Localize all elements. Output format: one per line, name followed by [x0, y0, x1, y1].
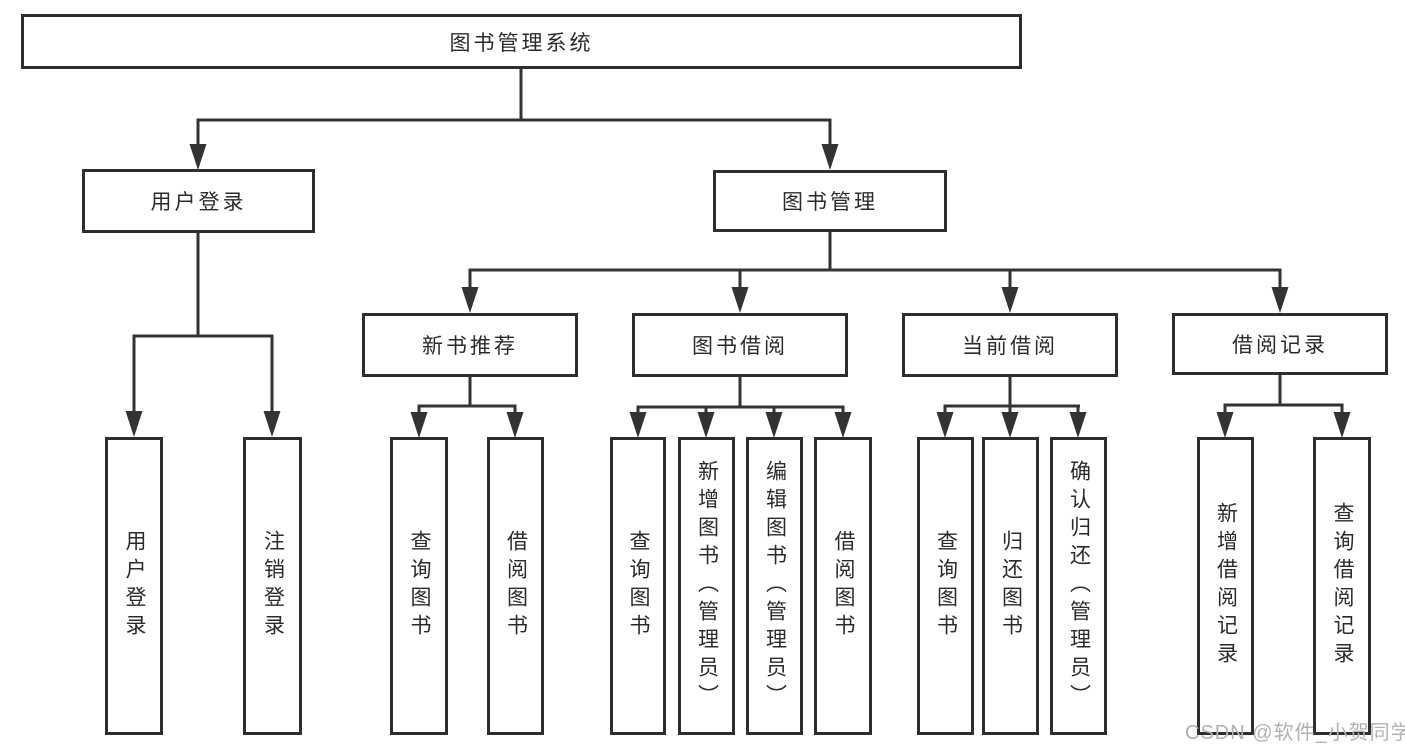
leaf-edit-books-admin: 编辑图书（管理员） [746, 437, 803, 735]
leaf-label: 用户登录 [123, 530, 147, 642]
node-label: 当前借阅 [962, 335, 1058, 358]
leaf-label: 确认归还（管理员） [1067, 460, 1091, 712]
leaf-return-books: 归还图书 [982, 437, 1039, 735]
leaf-user-login: 用户登录 [105, 437, 163, 735]
leaf-logout: 注销登录 [243, 437, 302, 735]
node-borrowing-records: 借阅记录 [1172, 313, 1388, 375]
leaf-label: 编辑图书（管理员） [763, 460, 787, 712]
leaf-label: 归还图书 [999, 530, 1023, 642]
arrowhead-icons [125, 144, 1351, 438]
leaf-borrow-books: 借阅图书 [814, 437, 872, 735]
leaf-label: 注销登录 [261, 530, 285, 642]
leaf-label: 借阅图书 [832, 530, 856, 642]
leaf-add-borrow-record: 新增借阅记录 [1197, 437, 1254, 735]
leaf-label: 查询图书 [934, 530, 958, 642]
leaf-label: 新增借阅记录 [1214, 502, 1238, 670]
node-library-management-system: 图书管理系统 [21, 14, 1022, 69]
node-label: 用户登录 [150, 191, 247, 214]
leaf-query-books-borrowing: 查询图书 [610, 437, 666, 735]
leaf-query-borrow-record: 查询借阅记录 [1313, 437, 1371, 735]
node-user-login: 用户登录 [82, 169, 315, 233]
node-label: 图书借阅 [692, 335, 788, 358]
node-new-book-recommendation: 新书推荐 [362, 313, 578, 377]
csdn-watermark: CSDN @软件_小贺同学 [1185, 722, 1405, 744]
leaf-add-books-admin: 新增图书（管理员） [678, 437, 735, 735]
node-label: 借阅记录 [1232, 334, 1328, 357]
leaf-label: 查询图书 [627, 530, 651, 642]
leaf-query-books-recommend: 查询图书 [390, 437, 448, 735]
node-label: 新书推荐 [422, 335, 518, 358]
leaf-query-books-current: 查询图书 [917, 437, 974, 735]
leaf-confirm-return-admin: 确认归还（管理员） [1050, 437, 1107, 735]
node-book-borrowing: 图书借阅 [632, 313, 848, 377]
leaf-label: 查询借阅记录 [1331, 502, 1355, 670]
node-label: 图书管理 [782, 191, 878, 214]
leaf-borrow-books-recommend: 借阅图书 [487, 437, 544, 735]
node-current-borrowing: 当前借阅 [902, 313, 1118, 377]
leaf-label: 新增图书（管理员） [695, 460, 719, 712]
leaf-label: 借阅图书 [504, 530, 528, 642]
node-book-management: 图书管理 [713, 170, 947, 232]
node-label: 图书管理系统 [449, 31, 594, 55]
leaf-label: 查询图书 [408, 530, 432, 642]
